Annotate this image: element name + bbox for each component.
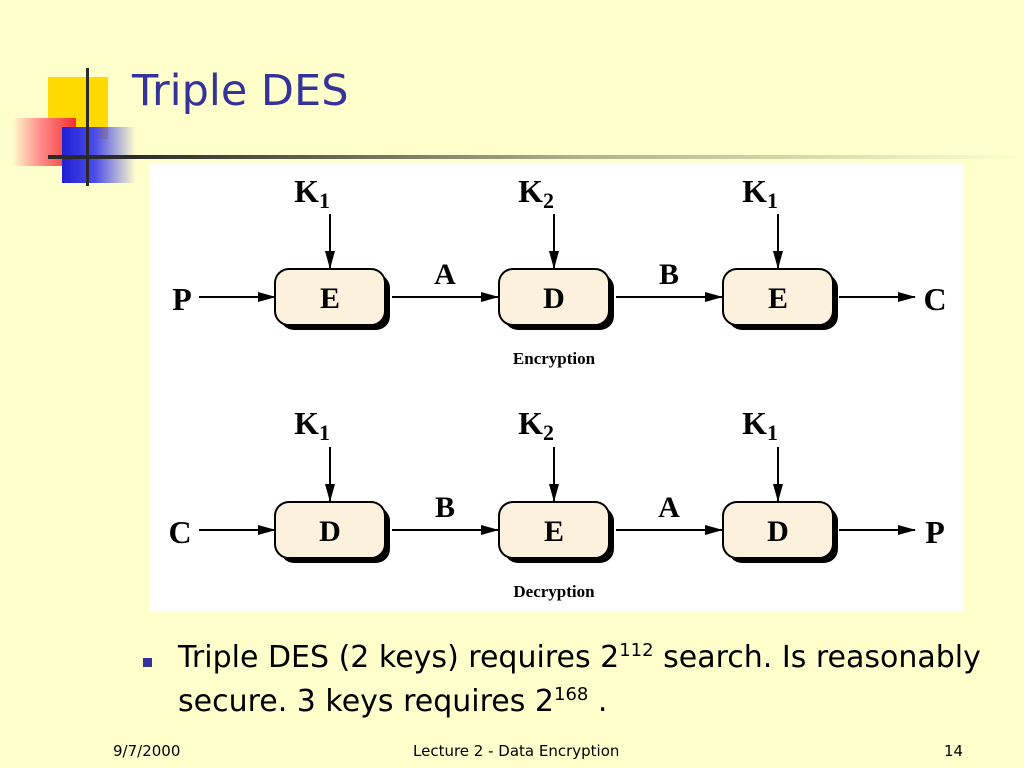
enc-box3 <box>722 268 834 326</box>
dec-key1-label: K1 <box>294 405 330 445</box>
enc-key1-label: K1 <box>294 173 330 213</box>
dec-box2 <box>498 501 610 559</box>
footer-date: 9/7/2000 <box>113 742 181 760</box>
enc-box2 <box>498 268 610 326</box>
dec-box1-label: D <box>319 515 341 548</box>
encryption-row: P E K1 A D K2 B E K1 C Encryption <box>172 173 946 368</box>
enc-box1 <box>274 268 386 326</box>
dec-box2-label: E <box>544 515 564 548</box>
dec-key2-label: K2 <box>518 405 554 445</box>
dec-output-label: P <box>925 514 945 550</box>
enc-box2-label: D <box>543 282 565 315</box>
encryption-caption: Encryption <box>513 349 596 368</box>
slide-title: Triple DES <box>132 66 349 116</box>
dec-box1 <box>274 501 386 559</box>
enc-link1-label: A <box>434 258 456 291</box>
enc-box1-label: E <box>320 282 340 315</box>
enc-link2-label: B <box>659 258 679 291</box>
triple-des-diagram: P E K1 A D K2 B E K1 C Encryption C D K1 <box>149 164 964 612</box>
enc-input-label: P <box>172 281 192 317</box>
decryption-row: C D K1 B E K2 A D K1 P Decryption <box>168 405 944 601</box>
dec-link1-label: B <box>435 491 455 524</box>
bullet-marker <box>143 658 152 667</box>
enc-key2-label: K2 <box>518 173 554 213</box>
decor-vertical-line <box>86 68 89 186</box>
footer-page-number: 14 <box>944 742 964 760</box>
title-underline <box>48 155 1024 159</box>
enc-box3-label: E <box>768 282 788 315</box>
enc-output-label: C <box>923 281 946 317</box>
bullet-text: Triple DES (2 keys) requires 2112 search… <box>178 640 981 719</box>
dec-key3-label: K1 <box>742 405 778 445</box>
decryption-caption: Decryption <box>513 582 595 601</box>
enc-key3-label: K1 <box>742 173 778 213</box>
footer-title: Lecture 2 - Data Encryption <box>413 742 620 760</box>
dec-link2-label: A <box>658 491 680 524</box>
dec-box3-label: D <box>767 515 789 548</box>
dec-box3 <box>722 501 834 559</box>
dec-input-label: C <box>168 514 191 550</box>
